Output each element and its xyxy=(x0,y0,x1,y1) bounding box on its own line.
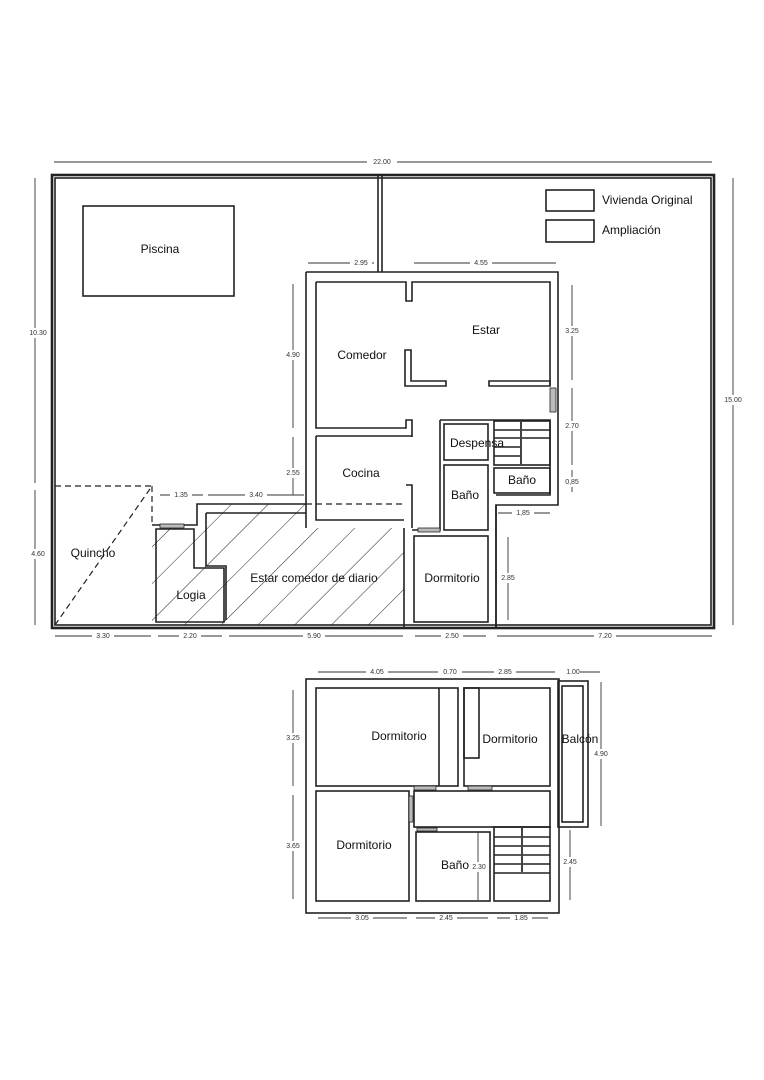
dim-top-right: 4.55 xyxy=(474,260,488,267)
room-label-upper-bedroom2: Dormitorio xyxy=(482,732,538,746)
room-label-bath1: Baño xyxy=(451,488,479,502)
dim-lot-left-upper: 10.30 xyxy=(29,330,47,337)
dim-lot-width: 22.00 xyxy=(373,159,391,166)
dim-upper-right-balcony: 4.90 xyxy=(594,751,608,758)
dim-upper-top-3: 2.85 xyxy=(498,669,512,676)
room-label-bedroom: Dormitorio xyxy=(424,571,480,585)
dim-top-left: 2.95 xyxy=(354,260,368,267)
dim-left-upper: 4.90 xyxy=(286,352,300,359)
dim-bottom-2: 2.20 xyxy=(183,633,197,640)
dim-right-lower: 0,85 xyxy=(565,479,579,486)
dim-right-upper: 3.25 xyxy=(565,328,579,335)
room-label-balcony: Balcón xyxy=(562,732,599,746)
room-label-upper-bedroom1: Dormitorio xyxy=(371,729,427,743)
dim-bottom-1: 3.30 xyxy=(96,633,110,640)
room-label-daily-living: Estar comedor de diario xyxy=(250,571,378,585)
legend-swatch-original xyxy=(545,189,595,212)
legend: Vivienda Original Ampliación xyxy=(545,189,693,243)
dim-lot-left-lower: 4.60 xyxy=(31,551,45,558)
dim-upper-top-4: 1.00 xyxy=(566,669,580,676)
dim-bottom-3: 5.90 xyxy=(307,633,321,640)
room-label-pantry: Despensa xyxy=(450,436,504,450)
room-label-upper-bedroom3: Dormitorio xyxy=(336,838,392,852)
dim-ext-b: 3.40 xyxy=(249,492,263,499)
room-label-bath2: Baño xyxy=(508,473,536,487)
dim-upper-top-2: 0.70 xyxy=(443,669,457,676)
dim-ext-a: 1.35 xyxy=(174,492,188,499)
upper-floor: Dormitorio Dormitorio Balcón Dormitorio … xyxy=(305,678,599,914)
original-house: Despensa Baño Baño Dormitorio Estar Come… xyxy=(305,271,559,628)
dim-upper-left-lower: 3.65 xyxy=(286,843,300,850)
room-label-living: Estar xyxy=(472,323,500,337)
room-label-kitchen: Cocina xyxy=(342,466,380,480)
room-label-quincho: Quincho xyxy=(71,546,116,560)
dim-lot-depth: 15.00 xyxy=(724,397,742,404)
room-label-laundry: Logia xyxy=(176,588,206,602)
legend-swatch-extension xyxy=(545,219,595,243)
dim-bottom-5: 7.20 xyxy=(598,633,612,640)
dim-upper-bottom-3: 1.85 xyxy=(514,915,528,922)
dim-left-lower: 2.55 xyxy=(286,470,300,477)
dim-upper-bottom-1: 3.05 xyxy=(355,915,369,922)
extension-area: Logia Estar comedor de diario xyxy=(152,503,404,625)
dim-right-mid: 2.70 xyxy=(565,423,579,430)
upper-stairs xyxy=(494,828,550,874)
room-label-dining: Comedor xyxy=(337,348,386,362)
dim-bottom-4: 2.50 xyxy=(445,633,459,640)
legend-label-extension: Ampliación xyxy=(602,223,661,237)
room-label-upper-bath: Baño xyxy=(441,858,469,872)
dim-upper-top-1: 4.05 xyxy=(370,669,384,676)
dim-upper-right-lower: 2.45 xyxy=(563,859,577,866)
ground-floor-dimensions: 22.00 10.30 4.60 15.00 2.95 4.55 4.90 2.… xyxy=(27,158,744,640)
legend-label-original: Vivienda Original xyxy=(602,193,693,207)
dim-step-width: 1,85 xyxy=(516,510,530,517)
pool: Piscina xyxy=(82,205,235,297)
dim-upper-bottom-2: 2.45 xyxy=(439,915,453,922)
dim-upper-bath-height: 2.30 xyxy=(472,864,486,871)
dim-upper-left-upper: 3.25 xyxy=(286,735,300,742)
quincho: Quincho xyxy=(54,485,153,626)
room-label-pool: Piscina xyxy=(141,242,180,256)
stairs xyxy=(493,420,551,466)
dim-bedroom-depth: 2.85 xyxy=(501,575,515,582)
upper-floor-dimensions: 4.05 0.70 2.85 1.00 3.25 3.65 4.90 2.45 … xyxy=(284,668,610,922)
